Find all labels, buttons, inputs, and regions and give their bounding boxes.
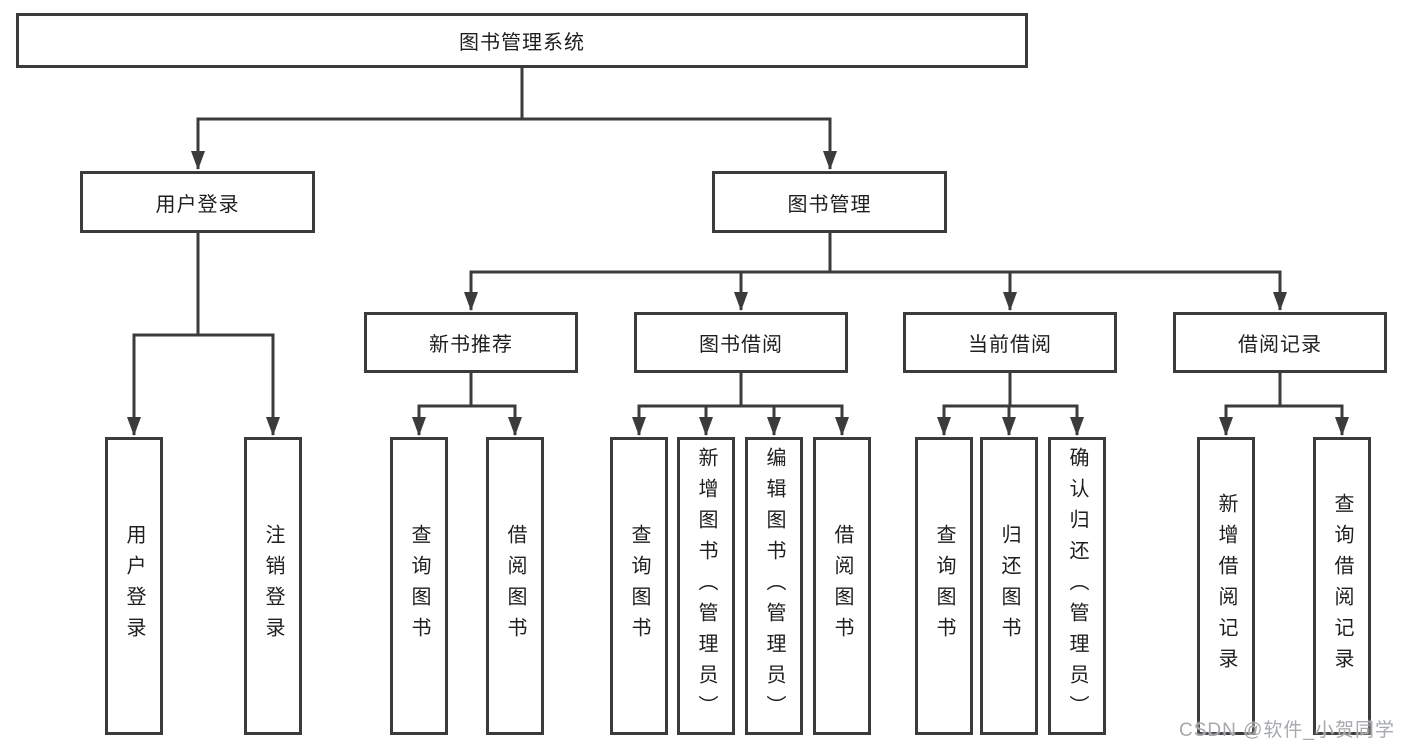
leaf-add-book-admin: 新增图书（管理员） xyxy=(677,437,735,735)
node-label: 当前借阅 xyxy=(968,334,1052,356)
node-current-borrow: 当前借阅 xyxy=(903,312,1117,373)
node-label: 新书推荐 xyxy=(429,334,513,356)
node-label: 查询借阅记录 xyxy=(1331,493,1353,679)
node-label: 查询图书 xyxy=(933,524,955,648)
leaf-edit-book-admin: 编辑图书（管理员） xyxy=(745,437,803,735)
node-label: 确认归还（管理员） xyxy=(1066,446,1088,726)
node-user-login: 用户登录 xyxy=(80,171,315,233)
leaf-borrow-books: 借阅图书 xyxy=(813,437,871,735)
node-label: 用户登录 xyxy=(123,524,145,648)
node-label: 查询图书 xyxy=(628,524,650,648)
node-book-borrow: 图书借阅 xyxy=(634,312,848,373)
leaf-add-borrow-record: 新增借阅记录 xyxy=(1197,437,1255,735)
node-label: 借阅图书 xyxy=(504,524,526,648)
node-book-management-system: 图书管理系统 xyxy=(16,13,1028,68)
node-label: 新增图书（管理员） xyxy=(695,446,717,726)
node-label: 借阅记录 xyxy=(1238,334,1322,356)
leaf-user-login: 用户登录 xyxy=(105,437,163,735)
node-label: 注销登录 xyxy=(262,524,284,648)
node-label: 图书管理 xyxy=(787,193,872,216)
leaf-borrow-books-recommend: 借阅图书 xyxy=(486,437,544,735)
node-new-book-recommend: 新书推荐 xyxy=(364,312,578,373)
node-label: 归还图书 xyxy=(998,524,1020,648)
node-label: 用户登录 xyxy=(155,193,240,216)
node-book-management: 图书管理 xyxy=(712,171,947,233)
node-label: 查询图书 xyxy=(408,524,430,648)
node-label: 借阅图书 xyxy=(831,524,853,648)
leaf-query-borrow-record: 查询借阅记录 xyxy=(1313,437,1371,735)
leaf-logout: 注销登录 xyxy=(244,437,302,735)
node-label: 编辑图书（管理员） xyxy=(763,446,785,726)
csdn-watermark: CSDN @软件_小贺同学 xyxy=(1179,720,1395,741)
leaf-confirm-return-admin: 确认归还（管理员） xyxy=(1048,437,1106,735)
node-label: 图书管理系统 xyxy=(459,32,585,54)
leaf-return-book: 归还图书 xyxy=(980,437,1038,735)
leaf-query-books-borrow: 查询图书 xyxy=(610,437,668,735)
node-label: 图书借阅 xyxy=(699,334,783,356)
leaf-query-books-current: 查询图书 xyxy=(915,437,973,735)
leaf-query-books-recommend: 查询图书 xyxy=(390,437,448,735)
node-borrow-records: 借阅记录 xyxy=(1173,312,1387,373)
node-label: 新增借阅记录 xyxy=(1215,493,1237,679)
